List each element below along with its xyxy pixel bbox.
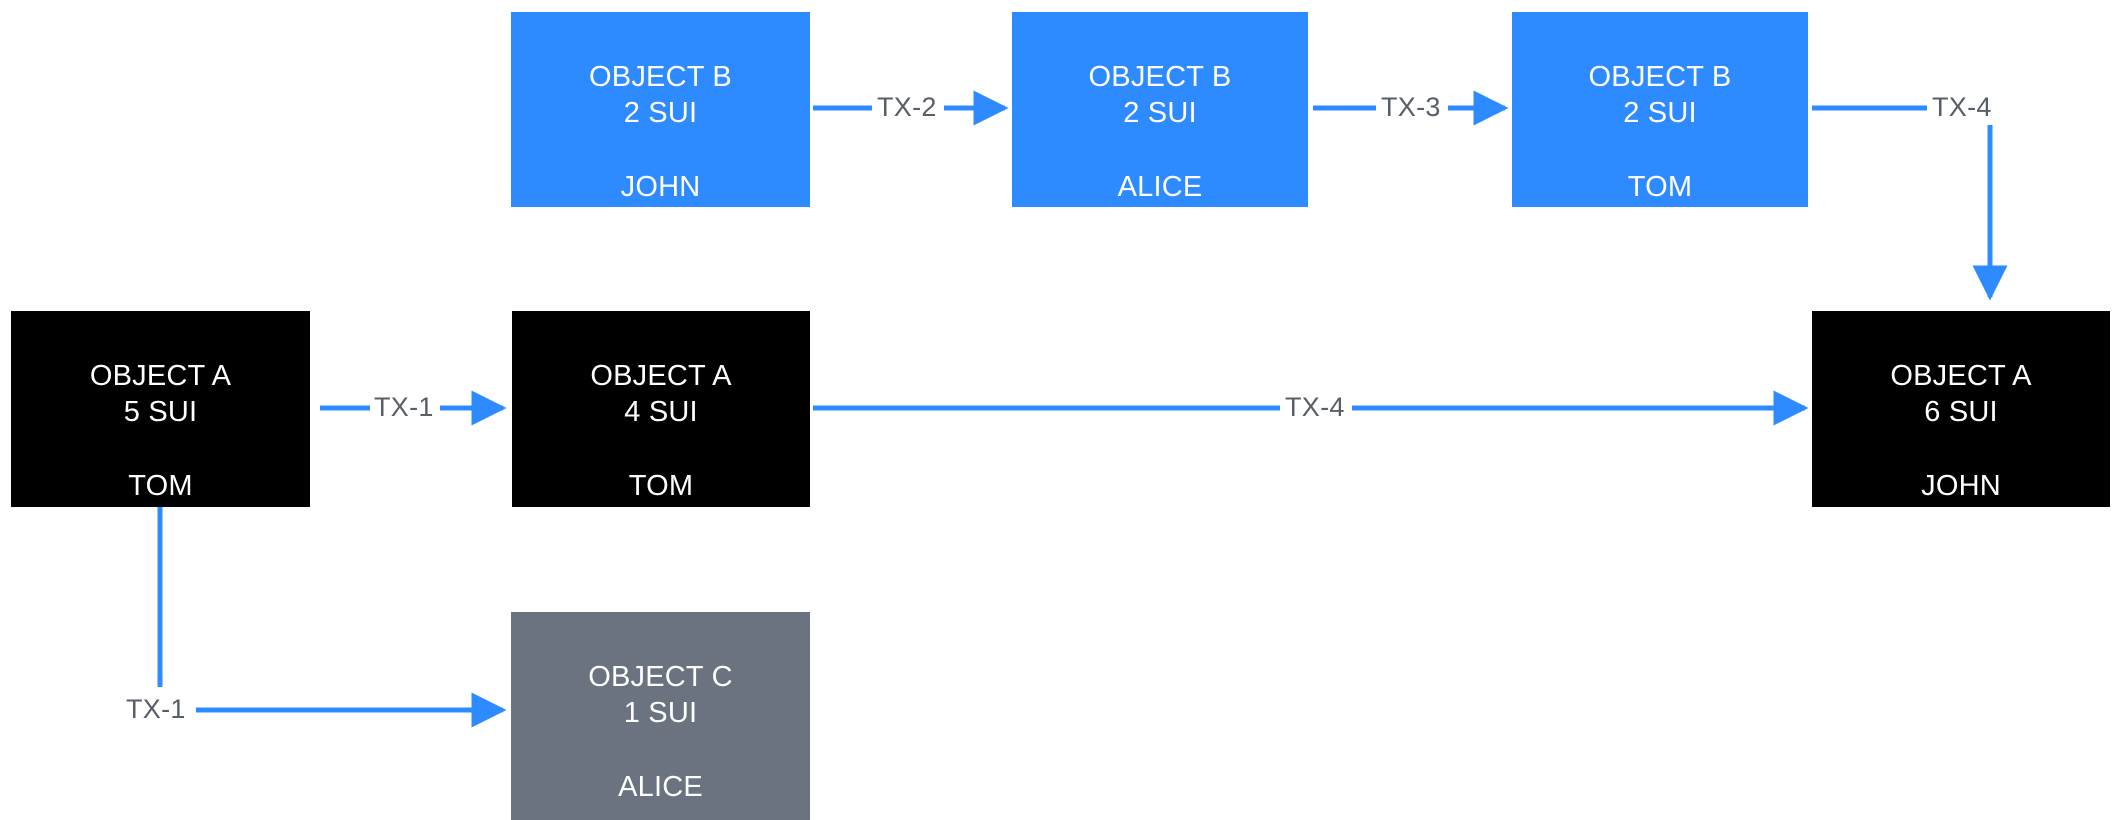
object-node-amount: 2 SUI — [1623, 96, 1697, 129]
object-node-title: OBJECT A — [1890, 360, 2032, 392]
object-node-owner: ALICE — [1117, 170, 1203, 203]
edge-label-tx3: TX-3 — [1381, 92, 1441, 122]
object-node-title: OBJECT B — [589, 61, 732, 93]
object-node-owner: TOM — [1627, 170, 1693, 203]
object-node-amount: 6 SUI — [1924, 395, 1998, 428]
object-node-owner: TOM — [128, 469, 193, 502]
object-node-title: OBJECT C — [588, 661, 733, 693]
object-node-owner: JOHN — [620, 170, 701, 203]
object-node-owner: JOHN — [1921, 469, 2001, 502]
object-node-amount: 2 SUI — [623, 96, 698, 129]
object-node-title: OBJECT B — [1588, 61, 1732, 93]
edge-label-tx1-a: TX-1 — [374, 392, 434, 422]
object-node-title: OBJECT B — [1088, 61, 1232, 93]
object-node-owner: TOM — [628, 469, 694, 502]
edge-label-tx4-b: TX-4 — [1932, 92, 1992, 122]
object-node-owner: ALICE — [618, 770, 703, 803]
edge-label-tx1-c: TX-1 — [126, 694, 186, 724]
object-node-title: OBJECT A — [89, 360, 232, 392]
object-node-amount: 5 SUI — [123, 395, 198, 428]
object-node-amount: 1 SUI — [623, 696, 698, 729]
object-node-amount: 2 SUI — [1123, 96, 1197, 129]
object-node-amount: 4 SUI — [624, 395, 698, 428]
edge-label-tx4-a: TX-4 — [1285, 392, 1345, 422]
object-node-title: OBJECT A — [590, 360, 732, 392]
edge-label-tx2: TX-2 — [877, 92, 937, 122]
